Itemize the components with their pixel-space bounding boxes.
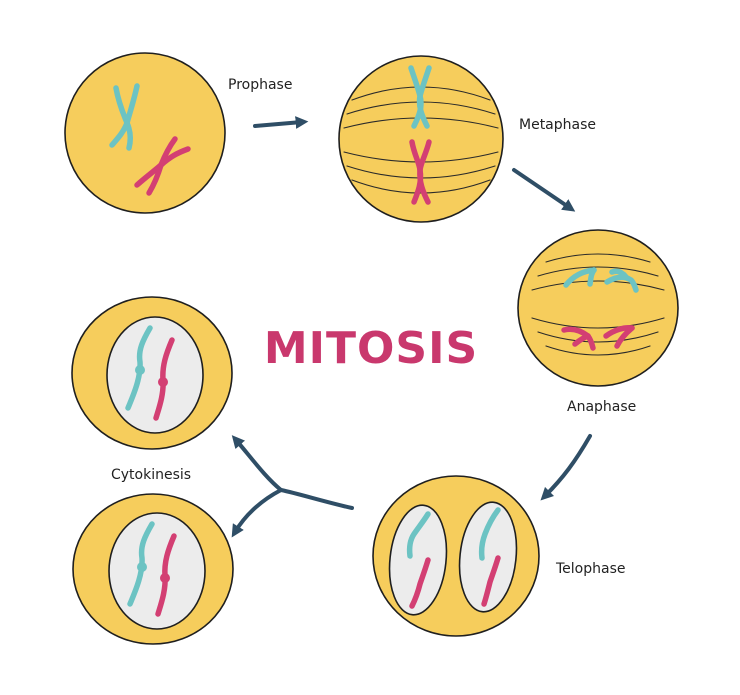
arrow-prophase-to-metaphase — [253, 116, 309, 129]
cytokinesis-cell-bottom — [72, 493, 234, 645]
telophase-chromosome-teal-right — [478, 507, 501, 561]
metaphase-label: Metaphase — [519, 117, 596, 133]
telophase-nucleus-left — [388, 504, 448, 616]
metaphase-chromosome-teal — [408, 65, 432, 129]
cytokinesis-bottom-chromosome-teal — [127, 521, 155, 607]
prophase-chromosome-magenta — [134, 136, 191, 196]
metaphase-cell-membrane — [338, 55, 504, 223]
telophase-chromosome-magenta-left — [409, 557, 431, 609]
anaphase-label: Anaphase — [567, 399, 636, 415]
anaphase-cell-membrane — [517, 229, 679, 387]
diagram-title: MITOSIS — [264, 323, 478, 374]
telophase-cell — [372, 475, 540, 637]
anaphase-spindle-fibers — [531, 253, 665, 356]
prophase-label: Prophase — [228, 77, 292, 93]
anaphase-chromosomes-magenta — [561, 325, 635, 351]
metaphase-cell — [338, 55, 504, 223]
telophase-label: Telophase — [555, 561, 626, 577]
metaphase-chromosome-magenta — [409, 139, 432, 205]
cytokinesis-bottom-chromosome-magenta — [155, 533, 177, 617]
prophase-cell — [64, 52, 226, 214]
cytokinesis-cell-top — [71, 296, 233, 450]
telophase-nucleus-right — [458, 501, 518, 613]
arrow-metaphase-to-anaphase — [512, 168, 576, 212]
arrow-telophase-to-cytokinesis-top — [231, 435, 354, 510]
cytokinesis-label: Cytokinesis — [111, 467, 191, 483]
cytokinesis-top-chromosome-magenta — [153, 337, 175, 421]
arrow-anaphase-to-telophase — [540, 434, 592, 501]
cytokinesis-top-chromosome-teal — [125, 325, 153, 411]
anaphase-chromosomes-teal — [563, 267, 639, 293]
anaphase-cell — [517, 229, 679, 387]
prophase-cell-membrane — [64, 52, 226, 214]
telophase-chromosome-teal-left — [406, 511, 431, 559]
telophase-chromosome-magenta-right — [481, 555, 501, 607]
prophase-chromosome-teal — [109, 83, 140, 151]
arrow-telophase-to-cytokinesis-bottom — [231, 488, 283, 538]
